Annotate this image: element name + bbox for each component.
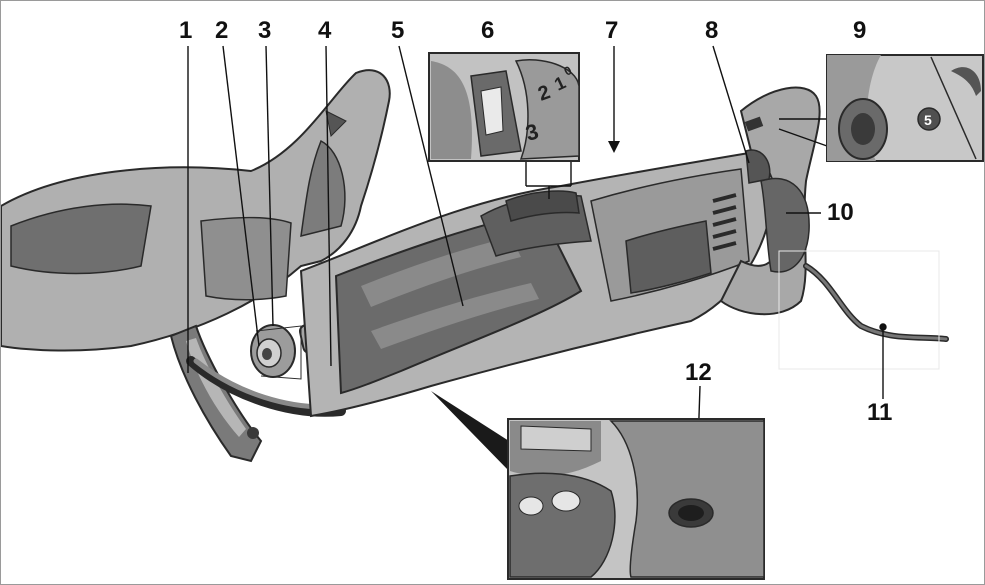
main-saw-body: [299, 86, 821, 418]
callout-6: 6: [481, 17, 495, 44]
callout-2: 2: [215, 17, 229, 44]
inset-stroke-dial: [428, 52, 580, 162]
callout-3: 3: [258, 17, 272, 44]
callout-4: 4: [318, 17, 332, 44]
callout-12: 12: [685, 359, 712, 386]
background-saw: [1, 69, 391, 352]
leader-lines: [187, 45, 887, 508]
inset-lock-button: [826, 54, 984, 162]
callout-11: 11: [867, 399, 893, 426]
callout-10: 10: [827, 199, 854, 226]
callout-9: 9: [853, 17, 867, 44]
inset-speed-button: [431, 391, 765, 580]
power-cord: [778, 250, 949, 370]
callout-8: 8: [705, 17, 719, 44]
setting-badge-label: 5: [924, 112, 932, 128]
callout-5: 5: [391, 17, 405, 44]
callout-7: 7: [605, 17, 619, 44]
callout-1: 1: [179, 17, 193, 44]
shoe: [169, 324, 346, 463]
